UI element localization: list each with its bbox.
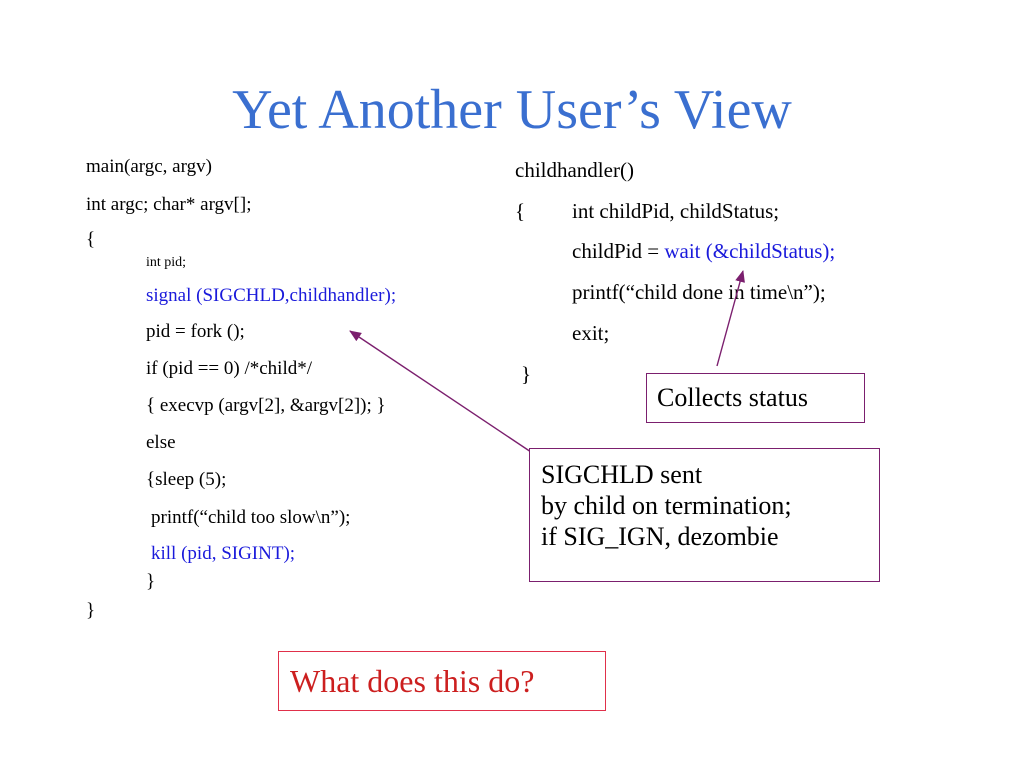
code-printf-done: printf(“child done in time\n”); <box>572 280 826 304</box>
callout-collects-status: Collects status <box>646 373 865 423</box>
arrow-to-wait-call <box>716 270 745 367</box>
code-exit: exit; <box>572 321 610 345</box>
code-wait-line: childPid = wait (&childStatus); <box>572 238 835 264</box>
callout-sigchld-line-1: SIGCHLD sent <box>541 460 703 489</box>
callout-collects-text: Collects status <box>657 383 808 412</box>
callout-sigchld-line-2: by child on termination; <box>541 491 792 520</box>
code-main-open-brace: { <box>86 229 96 250</box>
code-inner-close-brace: } <box>146 571 156 592</box>
arrow-to-signal-call <box>349 330 532 453</box>
code-main-signature: main(argc, argv) <box>86 156 212 177</box>
code-handler-decl: int childPid, childStatus; <box>572 199 780 223</box>
code-printf-slow: printf(“child too slow\n”); <box>151 507 351 528</box>
code-sleep: {sleep (5); <box>146 469 227 490</box>
code-kill: kill (pid, SIGINT); <box>151 543 296 564</box>
code-wait-call: wait (&childStatus); <box>664 239 836 263</box>
code-fork: pid = fork (); <box>146 321 245 342</box>
code-signal-call: signal (SIGCHLD,childhandler); <box>146 285 397 306</box>
code-main-close-brace: } <box>86 600 96 621</box>
callout-sigchld: SIGCHLD sent by child on termination; if… <box>529 448 880 582</box>
slide-title: Yet Another User’s View <box>232 79 792 141</box>
code-else: else <box>146 432 176 453</box>
code-handler-open-brace: { <box>515 199 526 223</box>
callout-sigchld-line-3: if SIG_IGN, dezombie <box>541 522 779 551</box>
code-handler-signature: childhandler() <box>515 158 634 182</box>
code-assign-prefix: childPid = <box>572 239 665 263</box>
callout-question: What does this do? <box>278 651 606 711</box>
code-handler-close-brace: } <box>521 362 532 386</box>
code-main-decl: int argc; char* argv[]; <box>86 194 252 215</box>
code-execvp: { execvp (argv[2], &argv[2]); } <box>146 395 386 416</box>
callout-question-text: What does this do? <box>290 663 535 699</box>
code-int-pid: int pid; <box>146 255 187 270</box>
code-if-child: if (pid == 0) /*child*/ <box>146 358 313 379</box>
